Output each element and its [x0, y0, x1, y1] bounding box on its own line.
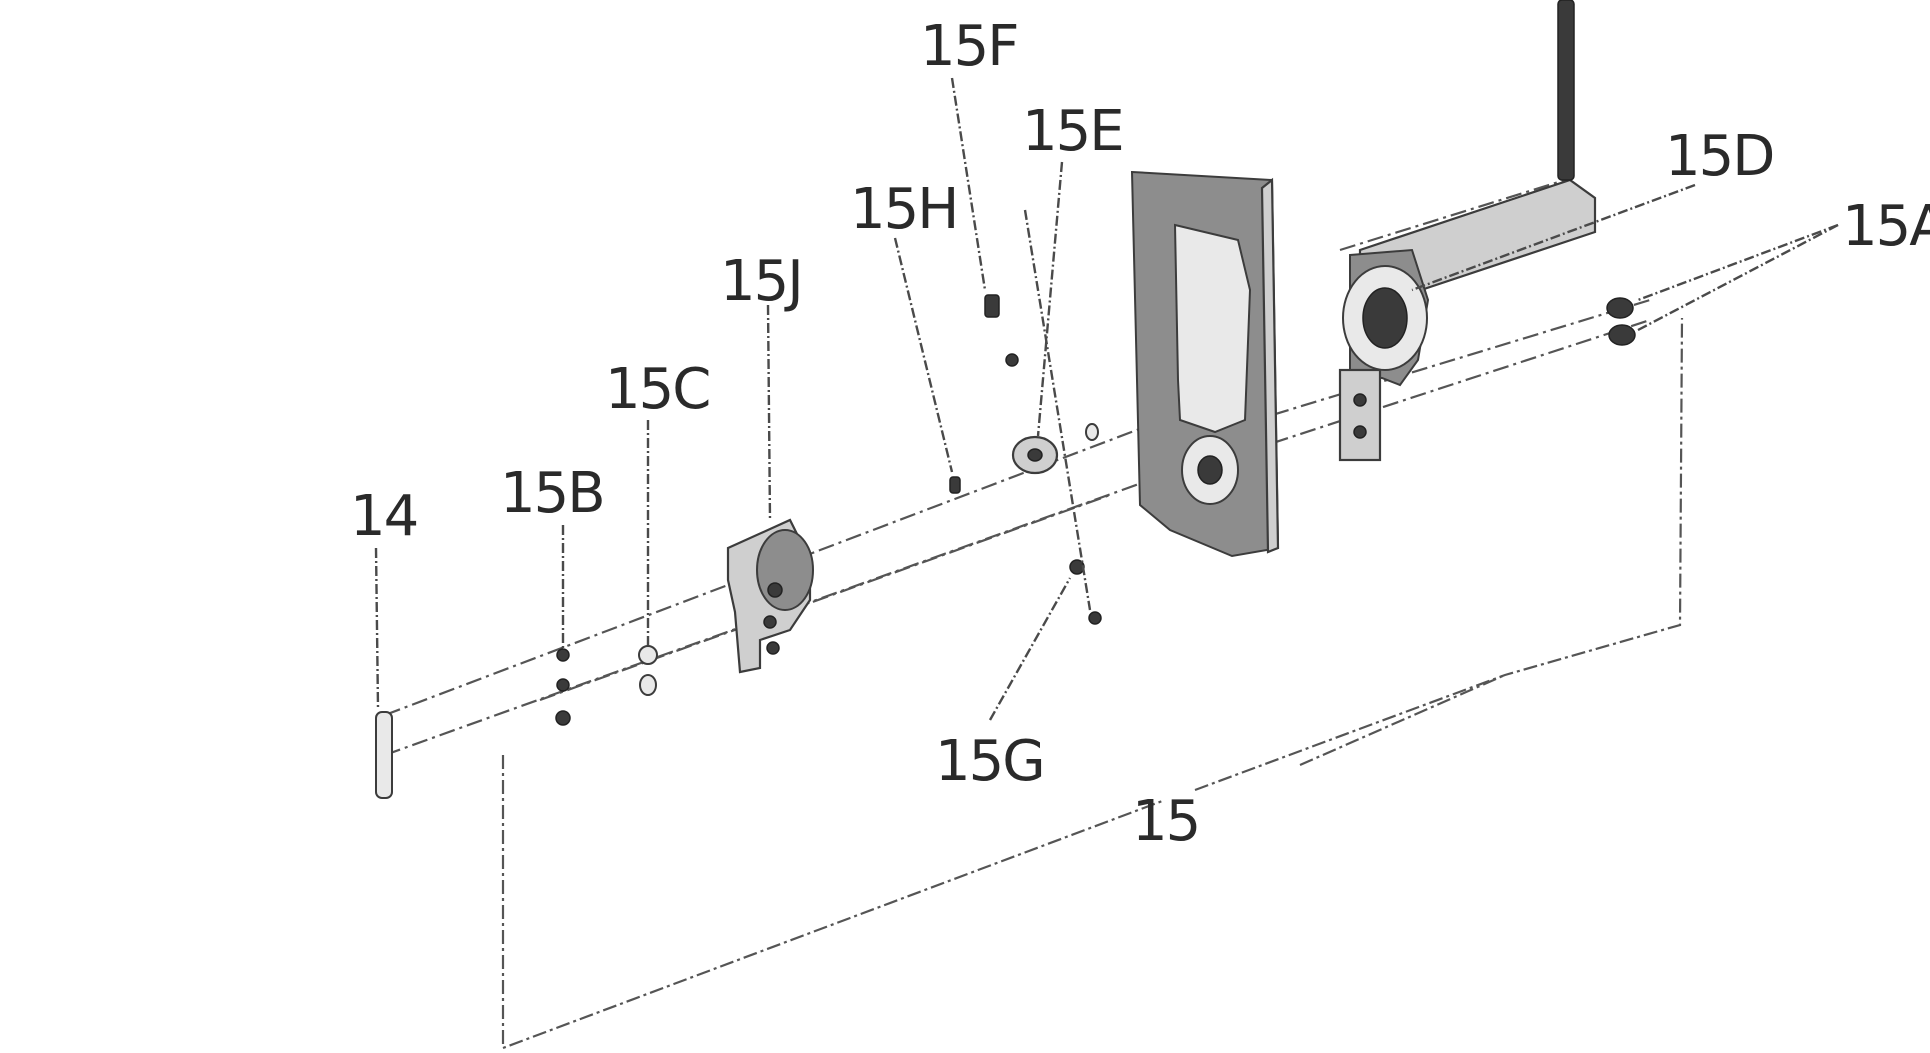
nuts-15a: [1606, 297, 1636, 346]
washer-15c: [638, 645, 658, 696]
rod-end-14: [375, 711, 393, 799]
label-14: 14: [350, 484, 417, 549]
screw-15h: [949, 476, 961, 494]
vertical-rod: [1557, 0, 1575, 181]
screw-15g: [1069, 559, 1102, 625]
label-15g: 15G: [935, 729, 1044, 794]
label-15f: 15F: [920, 14, 1017, 79]
label-15: 15: [1132, 789, 1199, 854]
main-casting-plate: [1130, 170, 1280, 558]
label-15b: 15B: [500, 461, 604, 526]
bracket-15: [501, 317, 1684, 1050]
tube-housing-15d: [1338, 178, 1597, 462]
screw-15f: [984, 294, 1019, 367]
label-15c: 15C: [605, 357, 709, 422]
label-15j: 15J: [720, 249, 802, 314]
bracket-15j: [726, 518, 814, 674]
collar-15e: [1011, 423, 1099, 475]
label-15d: 15D: [1665, 124, 1773, 189]
leader-lines: [374, 77, 1839, 721]
label-15e: 15E: [1022, 99, 1123, 164]
label-15a: 15A: [1842, 194, 1930, 259]
fastener-15b: [555, 648, 571, 726]
label-15h: 15H: [850, 177, 957, 242]
